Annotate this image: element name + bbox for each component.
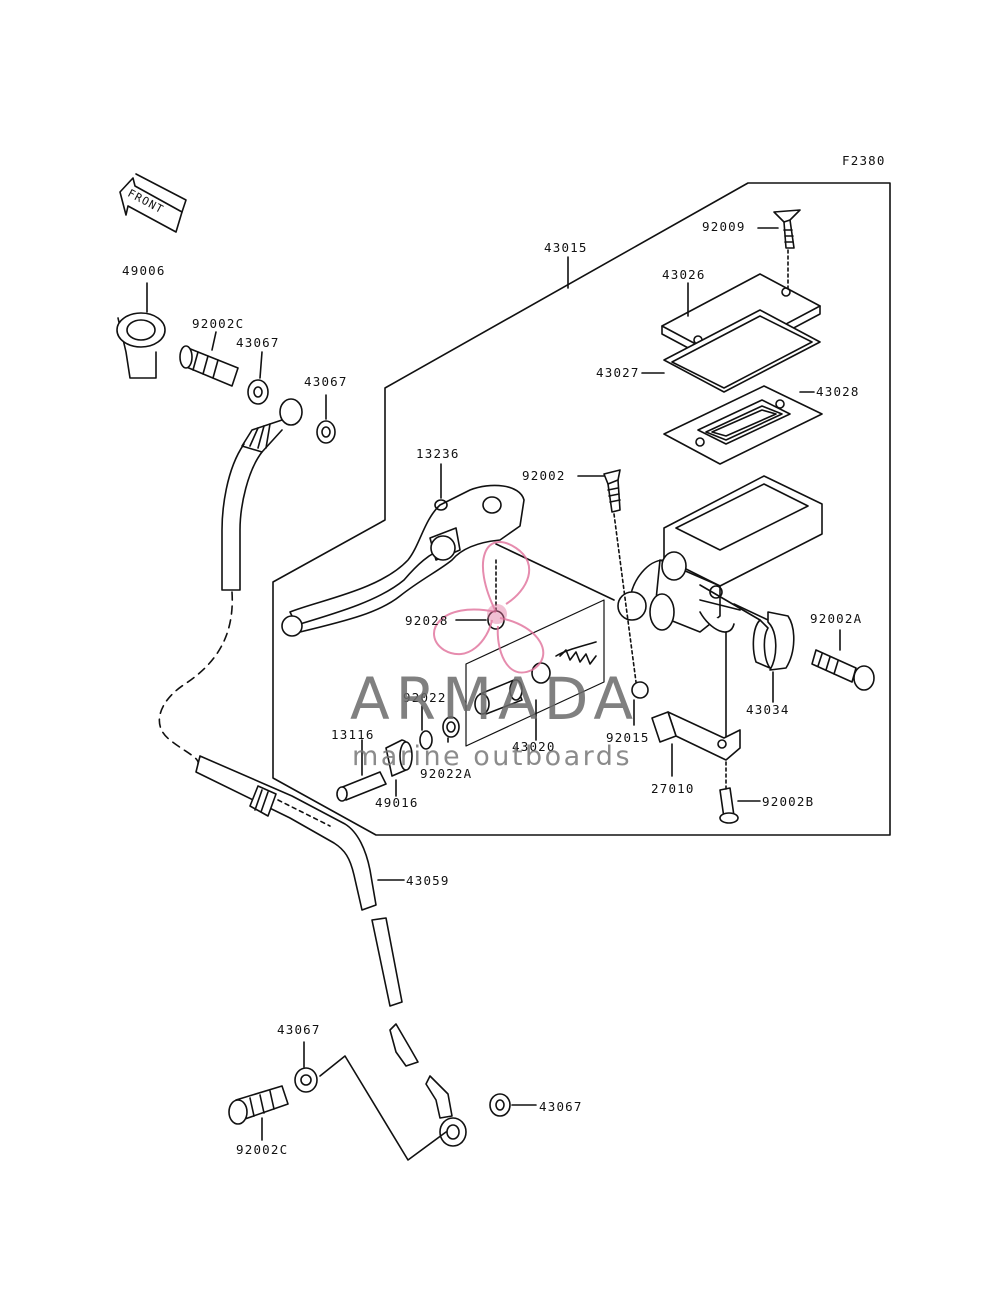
circlip-92022	[419, 705, 433, 750]
washer-43067-b	[316, 394, 336, 444]
callout-92002: 92002	[522, 468, 566, 483]
hose-dashed	[158, 591, 233, 765]
screw-92002b	[719, 761, 761, 824]
watermark-title: ARMADA	[350, 665, 640, 733]
clamp-43034	[752, 611, 795, 703]
callout-92002c-bottom: 92002C	[236, 1142, 289, 1157]
hose-collar	[249, 785, 277, 817]
master-cylinder-body	[617, 475, 823, 741]
callout-13116: 13116	[331, 727, 375, 742]
hose-bottom-end	[425, 1075, 453, 1119]
watermark-subtitle: marine outboards	[352, 741, 633, 772]
washer-43067-d	[489, 1093, 511, 1117]
callout-43028: 43028	[816, 384, 860, 399]
callout-43059: 43059	[406, 873, 450, 888]
callout-43067-c: 43067	[277, 1022, 321, 1037]
front-arrow-icon	[119, 173, 187, 233]
plate-43027	[641, 309, 821, 393]
callout-43027: 43027	[596, 365, 640, 380]
hose-center-line	[277, 799, 331, 827]
banjo-fitting-bottom	[439, 1117, 467, 1147]
bottom-bracket-line	[319, 1055, 447, 1161]
callout-92028: 92028	[405, 613, 449, 628]
washer-43067-c	[294, 1041, 318, 1093]
hose-upper	[221, 443, 263, 591]
pushrod-13116	[336, 739, 387, 802]
screw-92002	[577, 469, 637, 683]
nut-92015	[631, 681, 649, 726]
clutch-lever-13236	[281, 463, 615, 637]
pin-92028	[455, 559, 505, 630]
diaphragm-43028	[663, 385, 823, 465]
callout-92022a: 92022A	[420, 766, 473, 781]
hose-lower	[195, 755, 377, 911]
callout-13236: 13236	[416, 446, 460, 461]
callout-49016: 49016	[375, 795, 419, 810]
callout-43067-d: 43067	[539, 1099, 583, 1114]
callout-43067-a: 43067	[236, 335, 280, 350]
washer-43067-a	[247, 351, 269, 405]
callout-43026: 43026	[662, 267, 706, 282]
cap-49006	[116, 282, 166, 379]
watermark-propeller-icon	[433, 541, 545, 674]
bolt-92002a	[811, 629, 875, 691]
hose-fitting-top	[241, 398, 303, 453]
piston-kit-43020	[442, 599, 605, 747]
callout-92002b: 92002B	[762, 794, 815, 809]
boot-49016	[385, 739, 413, 797]
banjo-bolt-92002c-bottom	[228, 1085, 289, 1141]
callout-92002a: 92002A	[810, 611, 863, 626]
callout-43015: 43015	[544, 240, 588, 255]
callout-43067-b: 43067	[304, 374, 348, 389]
callout-92022: 92022	[403, 690, 447, 705]
figure-code: F2380	[842, 153, 886, 168]
callout-92002c-top: 92002C	[192, 316, 245, 331]
callout-92009: 92009	[702, 219, 746, 234]
callout-43020: 43020	[512, 739, 556, 754]
hose-lower-segment	[371, 917, 403, 1007]
callout-27010: 27010	[651, 781, 695, 796]
banjo-bolt-92002c-top	[179, 331, 239, 387]
switch-27010	[651, 711, 741, 777]
callout-49006: 49006	[122, 263, 166, 278]
hose-bottom-bend	[389, 1023, 419, 1067]
screw-92009	[757, 209, 801, 289]
callout-43034: 43034	[746, 702, 790, 717]
assembly-outline	[272, 182, 891, 836]
callout-92015: 92015	[606, 730, 650, 745]
